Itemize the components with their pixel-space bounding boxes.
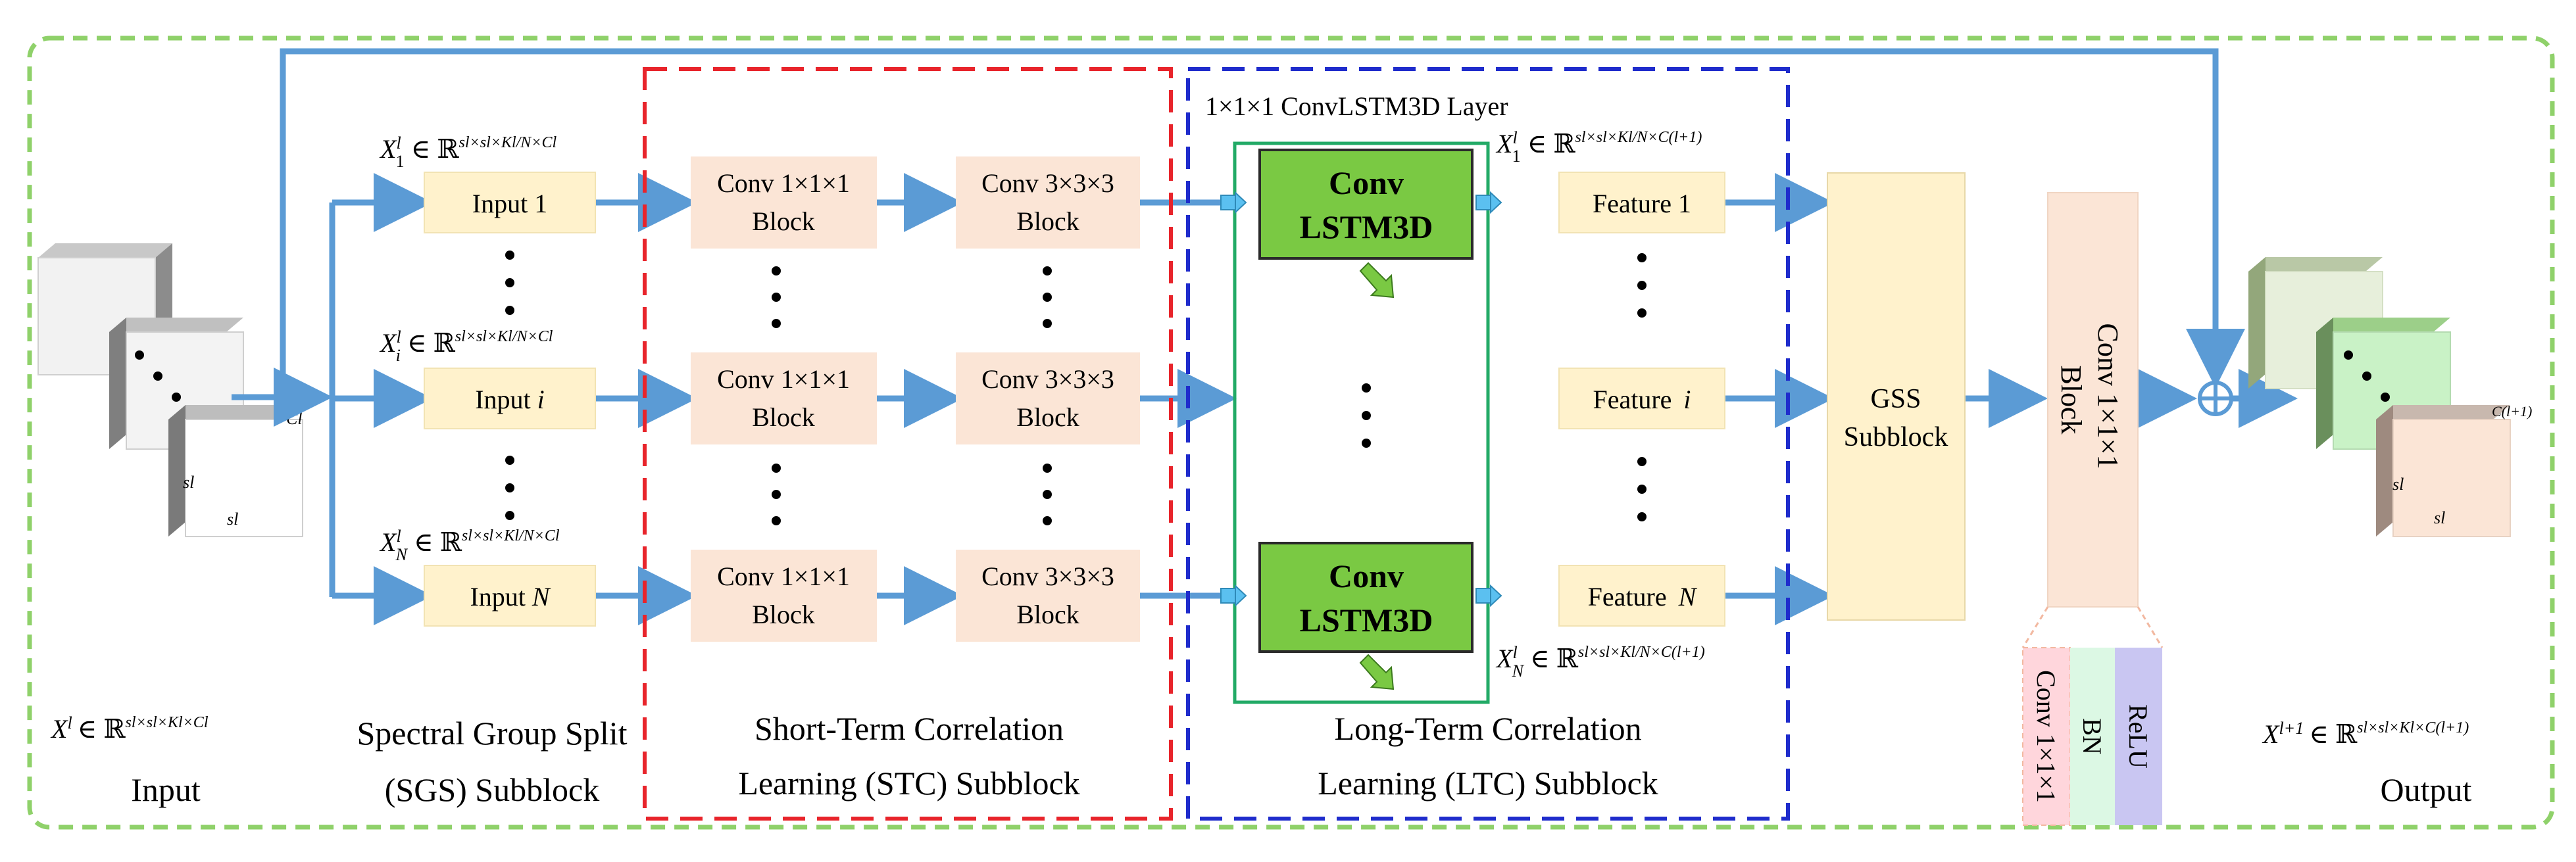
- conv1-label: Block: [752, 600, 815, 629]
- conv3x3x3-block: [956, 550, 1140, 642]
- feature-box: [1558, 368, 1725, 429]
- conv3-label: Block: [1016, 402, 1079, 432]
- conv1-label: Conv 1×1×1: [717, 364, 850, 394]
- input-cube-s-label-bottom: sl: [227, 510, 238, 529]
- input-cube-c-label: Cl: [286, 409, 303, 428]
- conv1x1x1-block: [691, 352, 877, 444]
- connector-arrows: [232, 48, 2298, 625]
- conv3x3x3-block: [956, 156, 1140, 249]
- sgs-input-box: [424, 172, 596, 233]
- convlstm-frame: [1233, 141, 1490, 704]
- expansion-conv: [2022, 647, 2071, 826]
- conv3-label: Conv 3×3×3: [981, 168, 1114, 198]
- sgs-input-label: Input 1: [472, 189, 547, 218]
- ltc-layer-label: 1×1×1 ConvLSTM3D Layer: [1205, 91, 1508, 121]
- output-cube-c-label: C(l+1): [2492, 403, 2532, 419]
- output-cube-s-label-bottom: sl: [2434, 508, 2445, 527]
- convlstm3d-block: [1258, 542, 1474, 653]
- convlstm-label: LSTM3D: [1300, 602, 1433, 638]
- expansion-relu: [2115, 648, 2162, 825]
- conv1-label: Conv 1×1×1: [717, 562, 850, 591]
- expansion-bn: [2070, 648, 2115, 825]
- stc-title-line2: Learning (STC) Subblock: [738, 765, 1079, 802]
- conv1-label: Block: [752, 206, 815, 236]
- feature-label: Feature i: [1593, 385, 1691, 414]
- ltc-subblock: 1×1×1 ConvLSTM3D Layer Conv LSTM3D Conv …: [1186, 67, 1790, 821]
- conv3-label: Conv 3×3×3: [981, 364, 1114, 394]
- gss-label: GSS: [1870, 384, 1921, 414]
- convlstm-label: Conv: [1329, 558, 1404, 594]
- conv1-label: Conv 1×1×1: [717, 168, 850, 198]
- stc-title-line1: Short-Term Correlation: [755, 710, 1064, 747]
- expansion-conv-label: Conv 1×1×1: [2031, 670, 2061, 803]
- gss-box: [1827, 172, 1966, 621]
- output-formula: Xl+1∈ ℝsl×sl×Kl×C(l+1): [2262, 719, 2469, 749]
- sgs-title-line1: Spectral Group Split: [357, 715, 627, 752]
- ltc-title-line1: Long-Term Correlation: [1334, 710, 1641, 747]
- final-conv-block: Conv 1×1×1 Block Conv 1×1×1 BN ReLU: [2021, 192, 2164, 826]
- recurrent-arrow-icon: [1359, 262, 1395, 690]
- stc-frame: [643, 67, 1173, 821]
- input-caption: Input: [131, 771, 201, 808]
- connector-icon: [1220, 191, 1502, 608]
- input-cubes: Cl sl sl: [37, 243, 303, 537]
- feature-label: Feature 1: [1593, 189, 1691, 218]
- sgs-title-line2: (SGS) Subblock: [385, 771, 599, 808]
- expansion-relu-label: ReLU: [2123, 704, 2153, 769]
- residual-add-icon: [2198, 381, 2233, 416]
- feature-box: [1558, 565, 1725, 627]
- sgs-input-label: Input N: [470, 582, 551, 611]
- input-cube-s-label-side: sl: [183, 473, 194, 492]
- gss-label: Subblock: [1844, 422, 1948, 452]
- output-caption: Output: [2381, 771, 2472, 808]
- stc-subblock: Conv 1×1×1 Block Conv 3×3×3 Block Conv 1…: [643, 67, 1173, 821]
- sgs-input-label: Input i: [475, 385, 545, 414]
- convlstm-label: Conv: [1329, 164, 1404, 201]
- feature-label: Feature N: [1588, 582, 1698, 611]
- expansion-bn-label: BN: [2077, 718, 2107, 755]
- conv1x1x1-block: [691, 550, 877, 642]
- conv3-label: Block: [1016, 206, 1079, 236]
- conv3x3x3-block: [956, 352, 1140, 444]
- convlstm3d-block: [1258, 149, 1474, 260]
- output-cubes: C(l+1) sl sl: [2248, 257, 2532, 537]
- conv3-label: Block: [1016, 600, 1079, 629]
- sgs-input-box: [424, 368, 596, 429]
- conv3-label: Conv 3×3×3: [981, 562, 1114, 591]
- output-cube-s-label-side: sl: [2392, 475, 2404, 494]
- final-conv-label: Conv 1×1×1 Block: [2055, 323, 2124, 477]
- sgs-input-box: [424, 565, 596, 627]
- convlstm-label: LSTM3D: [1300, 208, 1433, 245]
- input-formula: Xl∈ ℝsl×sl×Kl×Cl: [50, 713, 209, 744]
- conv1-label: Block: [752, 402, 815, 432]
- final-conv-box: [2047, 192, 2139, 608]
- outer-frame: [27, 36, 2555, 830]
- feature-box: [1558, 172, 1725, 233]
- ltc-frame: [1186, 67, 1790, 821]
- ltc-title-line2: Learning (LTC) Subblock: [1318, 765, 1658, 802]
- conv1x1x1-block: [691, 156, 877, 249]
- gss-subblock: GSS Subblock: [1827, 172, 1966, 621]
